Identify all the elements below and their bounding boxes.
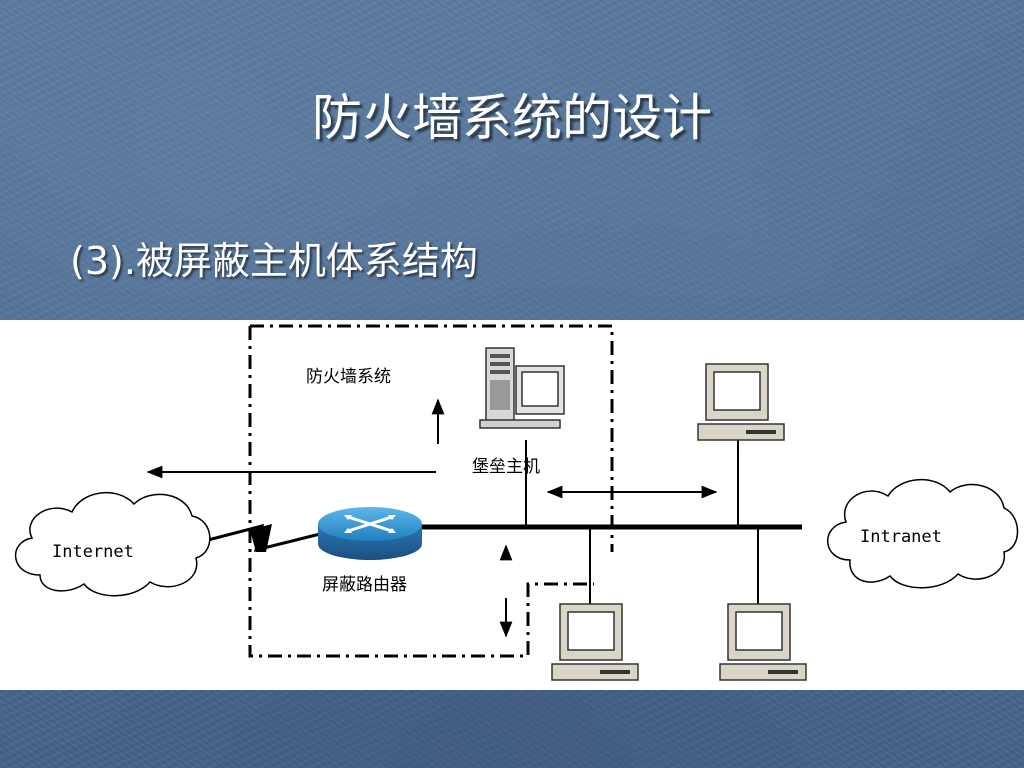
bastion-host-label: 堡垒主机	[472, 457, 540, 477]
router-label: 屏蔽路由器	[322, 575, 407, 595]
intranet-cloud-icon	[827, 479, 1019, 589]
intranet-label: Intranet	[860, 527, 942, 547]
slide-subtitle: (3).被屏蔽主机体系结构	[70, 239, 478, 283]
bus-drops	[525, 440, 759, 606]
slide-title: 防火墙系统的设计	[312, 89, 712, 147]
network-diagram: Internet Intranet 屏蔽路由器 防火墙系统	[0, 320, 1024, 690]
wan-link-icon	[207, 523, 321, 553]
firewall-boundary	[248, 324, 614, 658]
firewall-label: 防火墙系统	[306, 367, 391, 387]
internet-cloud-icon	[15, 491, 211, 597]
workstation-icon	[697, 363, 785, 441]
bastion-host-icon	[479, 347, 565, 429]
screening-router-icon	[318, 507, 422, 560]
workstation-icon	[551, 603, 639, 681]
workstation-icon	[719, 603, 807, 681]
internet-label: Internet	[52, 542, 134, 562]
